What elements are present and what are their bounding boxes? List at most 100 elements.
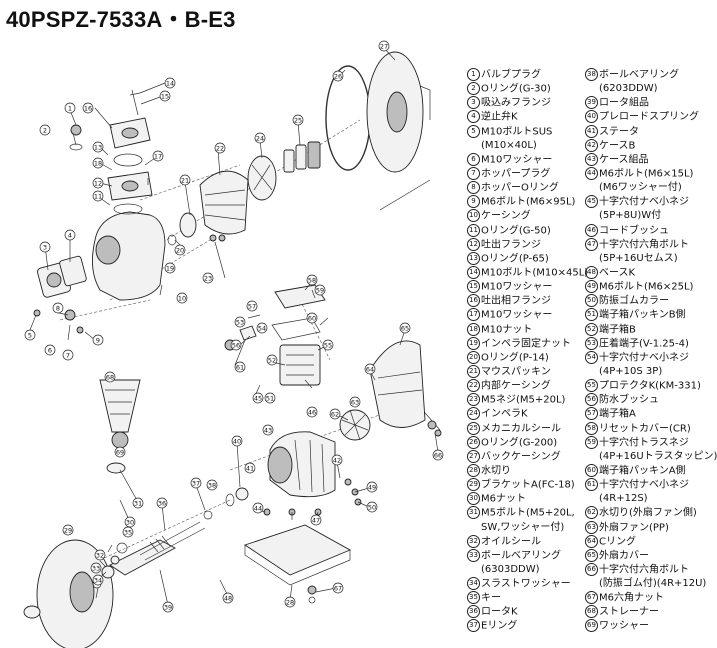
parts-list-item-continuation: SW,ワッシャー付) — [467, 521, 585, 535]
part-description: オイルシール — [481, 536, 541, 548]
part-number-badge: 46 — [585, 223, 598, 237]
svg-text:38: 38 — [208, 482, 216, 490]
part-description: リセットカバー(CR) — [599, 423, 691, 435]
svg-text:31: 31 — [134, 500, 142, 508]
callout-4: 4 — [64, 229, 76, 241]
svg-text:11: 11 — [94, 193, 102, 201]
svg-text:61: 61 — [236, 364, 244, 372]
svg-text:62: 62 — [331, 411, 339, 419]
part-number-badge: 22 — [467, 379, 480, 393]
part-callouts: 1 2 3 4 5 6 7 8 9 10 11 12 13 14 15 16 1… — [24, 40, 444, 613]
callout-27: 27 — [378, 40, 390, 52]
diagram-title: 40PSPZ-7533A・B-E3 — [6, 7, 236, 32]
part-number-badge: 42 — [585, 138, 598, 152]
part-description: 水切り(外扇ファン側) — [599, 507, 697, 519]
callout-41: 41 — [244, 462, 256, 474]
part-number-badge: 36 — [467, 605, 480, 619]
part-number-badge: 49 — [585, 280, 598, 294]
svg-text:46: 46 — [308, 409, 316, 417]
part-description: ホッパーOリング — [481, 182, 559, 194]
callout-5: 5 — [24, 329, 36, 341]
part-description: 圧着端子(V-1.25-4) — [599, 338, 689, 350]
callout-23: 23 — [202, 272, 214, 284]
callout-52: 52 — [266, 354, 278, 366]
part-number-badge: 48 — [585, 265, 598, 279]
part-description: ボールベアリング — [481, 550, 561, 562]
part-description: M6ボルト(M6×15L) — [599, 168, 694, 180]
part-number-badge: 52 — [585, 322, 598, 336]
svg-text:7: 7 — [66, 352, 70, 360]
callout-38: 38 — [206, 479, 218, 491]
svg-text:32: 32 — [96, 552, 104, 560]
part-description: (6303DDW) — [481, 563, 540, 575]
part-number-badge: 51 — [585, 308, 598, 322]
callout-62: 62 — [329, 408, 341, 420]
callout-21: 21 — [179, 174, 191, 186]
svg-text:24: 24 — [256, 135, 264, 143]
part-description: M10ナット — [481, 324, 533, 336]
part-number-badge: 11 — [467, 223, 480, 237]
svg-text:56: 56 — [232, 342, 240, 350]
part-shapes — [23, 51, 442, 648]
part-description: (5P+16Uセムス) — [599, 252, 678, 264]
svg-text:23: 23 — [204, 275, 212, 283]
part-number-badge: 54 — [585, 350, 598, 364]
part-description: Oリング(G-200) — [481, 437, 558, 449]
part-description: (6203DDW) — [599, 83, 658, 95]
part-description: 十字穴付六角ボルト — [599, 239, 689, 251]
part-description: ロータK — [481, 606, 518, 618]
part-description: 外扇カバー — [599, 550, 649, 562]
part-description: ストレーナー — [599, 606, 659, 618]
part-description: ワッシャー — [599, 620, 649, 632]
svg-text:14: 14 — [166, 80, 174, 88]
parts-list-item-continuation: (防振ゴム付)(4R+12U) — [585, 577, 706, 591]
part-number-badge: 60 — [585, 463, 598, 477]
callout-64: 64 — [364, 363, 376, 375]
svg-text:26: 26 — [334, 73, 342, 81]
svg-text:9: 9 — [96, 337, 100, 345]
part-number-badge: 45 — [585, 195, 598, 209]
part-description: 防振ゴムカラー — [599, 295, 669, 307]
callout-44: 44 — [252, 502, 264, 514]
part-description: (防振ゴム付)(4R+12U) — [599, 578, 707, 590]
svg-text:34: 34 — [94, 577, 102, 585]
part-description: (4P+10S 3P) — [599, 365, 663, 377]
part-number-badge: 18 — [467, 322, 480, 336]
callout-60: 60 — [306, 312, 318, 324]
part-description: 端子箱パッキンA側 — [599, 465, 686, 477]
part-number-badge: 62 — [585, 506, 598, 520]
svg-text:16: 16 — [84, 105, 92, 113]
svg-text:57: 57 — [248, 303, 256, 311]
callout-57: 57 — [246, 300, 258, 312]
part-description: (M10×40L) — [481, 139, 537, 151]
part-number-badge: 3 — [467, 96, 480, 110]
part-description: ロータ組品 — [599, 97, 649, 109]
part-number-badge: 59 — [585, 435, 598, 449]
part-description: Oリング(G-30) — [481, 83, 551, 95]
callout-36: 36 — [156, 497, 168, 509]
